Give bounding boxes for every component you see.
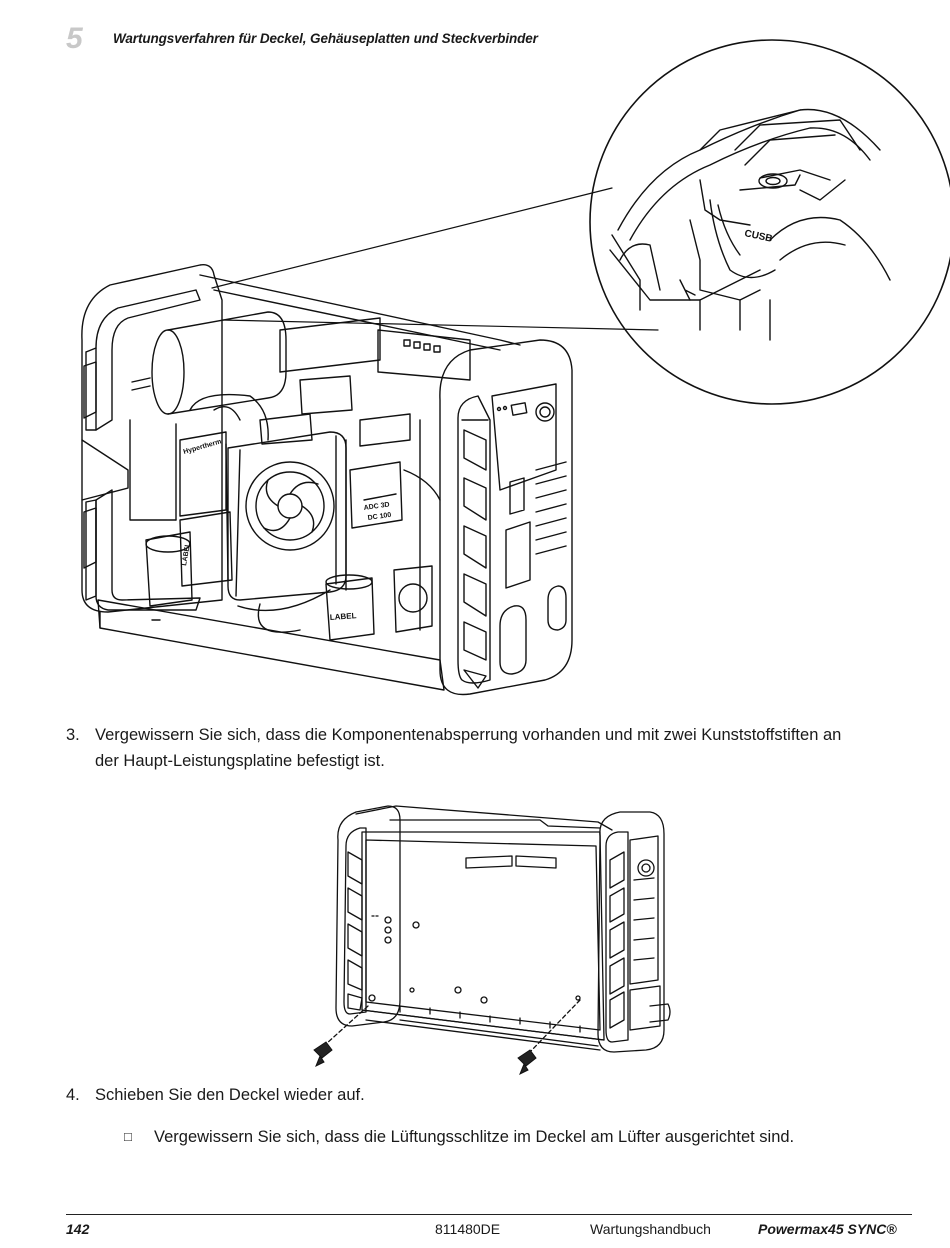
checklist-text: Vergewissern Sie sich, dass die Lüftungs… xyxy=(154,1128,795,1146)
detail-label: CUSB xyxy=(743,228,773,245)
step-text-line1: Vergewissern Sie sich, dass die Komponen… xyxy=(95,726,842,744)
checkbox-marker: □ xyxy=(124,1129,132,1144)
document-number: 811480DE xyxy=(435,1221,501,1237)
figure-open-machine: ADC 3D DC 100 LABEL LABEL Hypertherm CUS… xyxy=(81,39,950,696)
component-label-1: LABEL xyxy=(330,611,357,622)
step-text-line1: Schieben Sie den Deckel wieder auf. xyxy=(95,1086,365,1104)
chapter-number: 5 xyxy=(66,22,83,55)
step-4: 4. Schieben Sie den Deckel wieder auf. xyxy=(66,1082,912,1110)
footer-rule xyxy=(66,1214,912,1215)
manual-type: Wartungshandbuch xyxy=(590,1221,711,1237)
product-name: Powermax45 SYNC® xyxy=(758,1221,897,1237)
step-3: 3. Vergewissern Sie sich, dass die Kompo… xyxy=(66,722,912,776)
detail-circle xyxy=(589,39,950,405)
board-label-1: ADC 3D xyxy=(363,501,390,512)
chapter-title: Wartungsverfahren für Deckel, Gehäusepla… xyxy=(113,31,538,46)
brand-mark: Hypertherm xyxy=(183,438,223,456)
step-text-line2: der Haupt-Leistungsplatine befestigt ist… xyxy=(95,752,385,770)
step-number: 4. xyxy=(66,1086,80,1104)
checklist-item: □ Vergewissern Sie sich, dass die Lüftun… xyxy=(124,1124,914,1152)
machine-open xyxy=(81,264,573,696)
step-number: 3. xyxy=(66,726,80,744)
board-label-2: DC 100 xyxy=(367,512,392,522)
figure-chassis-pins xyxy=(313,805,671,1076)
component-label-2: LABEL xyxy=(181,541,192,566)
page-number: 142 xyxy=(66,1221,90,1237)
